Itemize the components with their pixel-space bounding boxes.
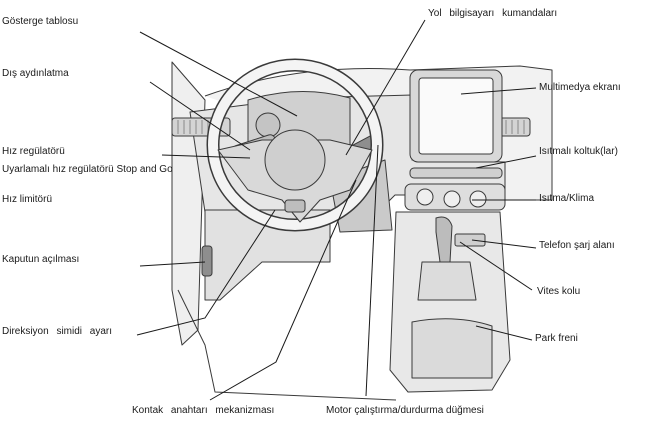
- label-dis-aydinlatma: Dış aydınlatma: [2, 68, 69, 80]
- label-hiz-regulatoru: Hız regülatörü: [2, 146, 65, 158]
- steering-badge: [285, 200, 305, 212]
- steering-wheel-hub: [265, 130, 325, 190]
- label-multimedya-ekrani: Multimedya ekranı: [539, 82, 621, 94]
- armrest: [412, 319, 492, 378]
- label-isitma-klima: Isıtma/Klima: [539, 193, 594, 205]
- label-hiz-limitoru: Hız limitörü: [2, 194, 52, 206]
- label-kontak-anahtari: Kontak anahtarı mekanizması: [132, 405, 274, 417]
- label-direksiyon-ayari: Direksiyon simidi ayarı: [2, 326, 112, 338]
- label-isitmali-koltuk: Isıtmalı koltuk(lar): [539, 146, 618, 158]
- climate-knob-1: [417, 189, 433, 205]
- label-gosterge-tablosu: Gösterge tablosu: [2, 16, 78, 28]
- climate-knob-2: [444, 191, 460, 207]
- gear-shifter-base: [418, 262, 476, 300]
- a-pillar: [172, 62, 205, 345]
- climate-strip: [410, 168, 502, 178]
- floor-edge: [178, 290, 396, 400]
- label-vites-kolu: Vites kolu: [537, 286, 580, 298]
- multimedia-screen: [419, 78, 493, 154]
- label-kaputun-acilmasi: Kaputun açılması: [2, 254, 79, 266]
- label-park-freni: Park freni: [535, 333, 578, 345]
- climate-knob-3: [470, 191, 486, 207]
- phone-tray: [455, 234, 485, 246]
- label-stop-and-go: Uyarlamalı hız regülatörü Stop and Go: [2, 164, 177, 176]
- hood-release-handle: [202, 246, 212, 276]
- label-yol-bilgisayari: Yol bilgisayarı kumandaları: [428, 8, 557, 20]
- cluster-dial: [256, 113, 280, 137]
- label-motor-calistirma: Motor çalıştırma/durdurma düğmesi: [326, 405, 484, 417]
- label-telefon-sarj: Telefon şarj alanı: [539, 240, 615, 252]
